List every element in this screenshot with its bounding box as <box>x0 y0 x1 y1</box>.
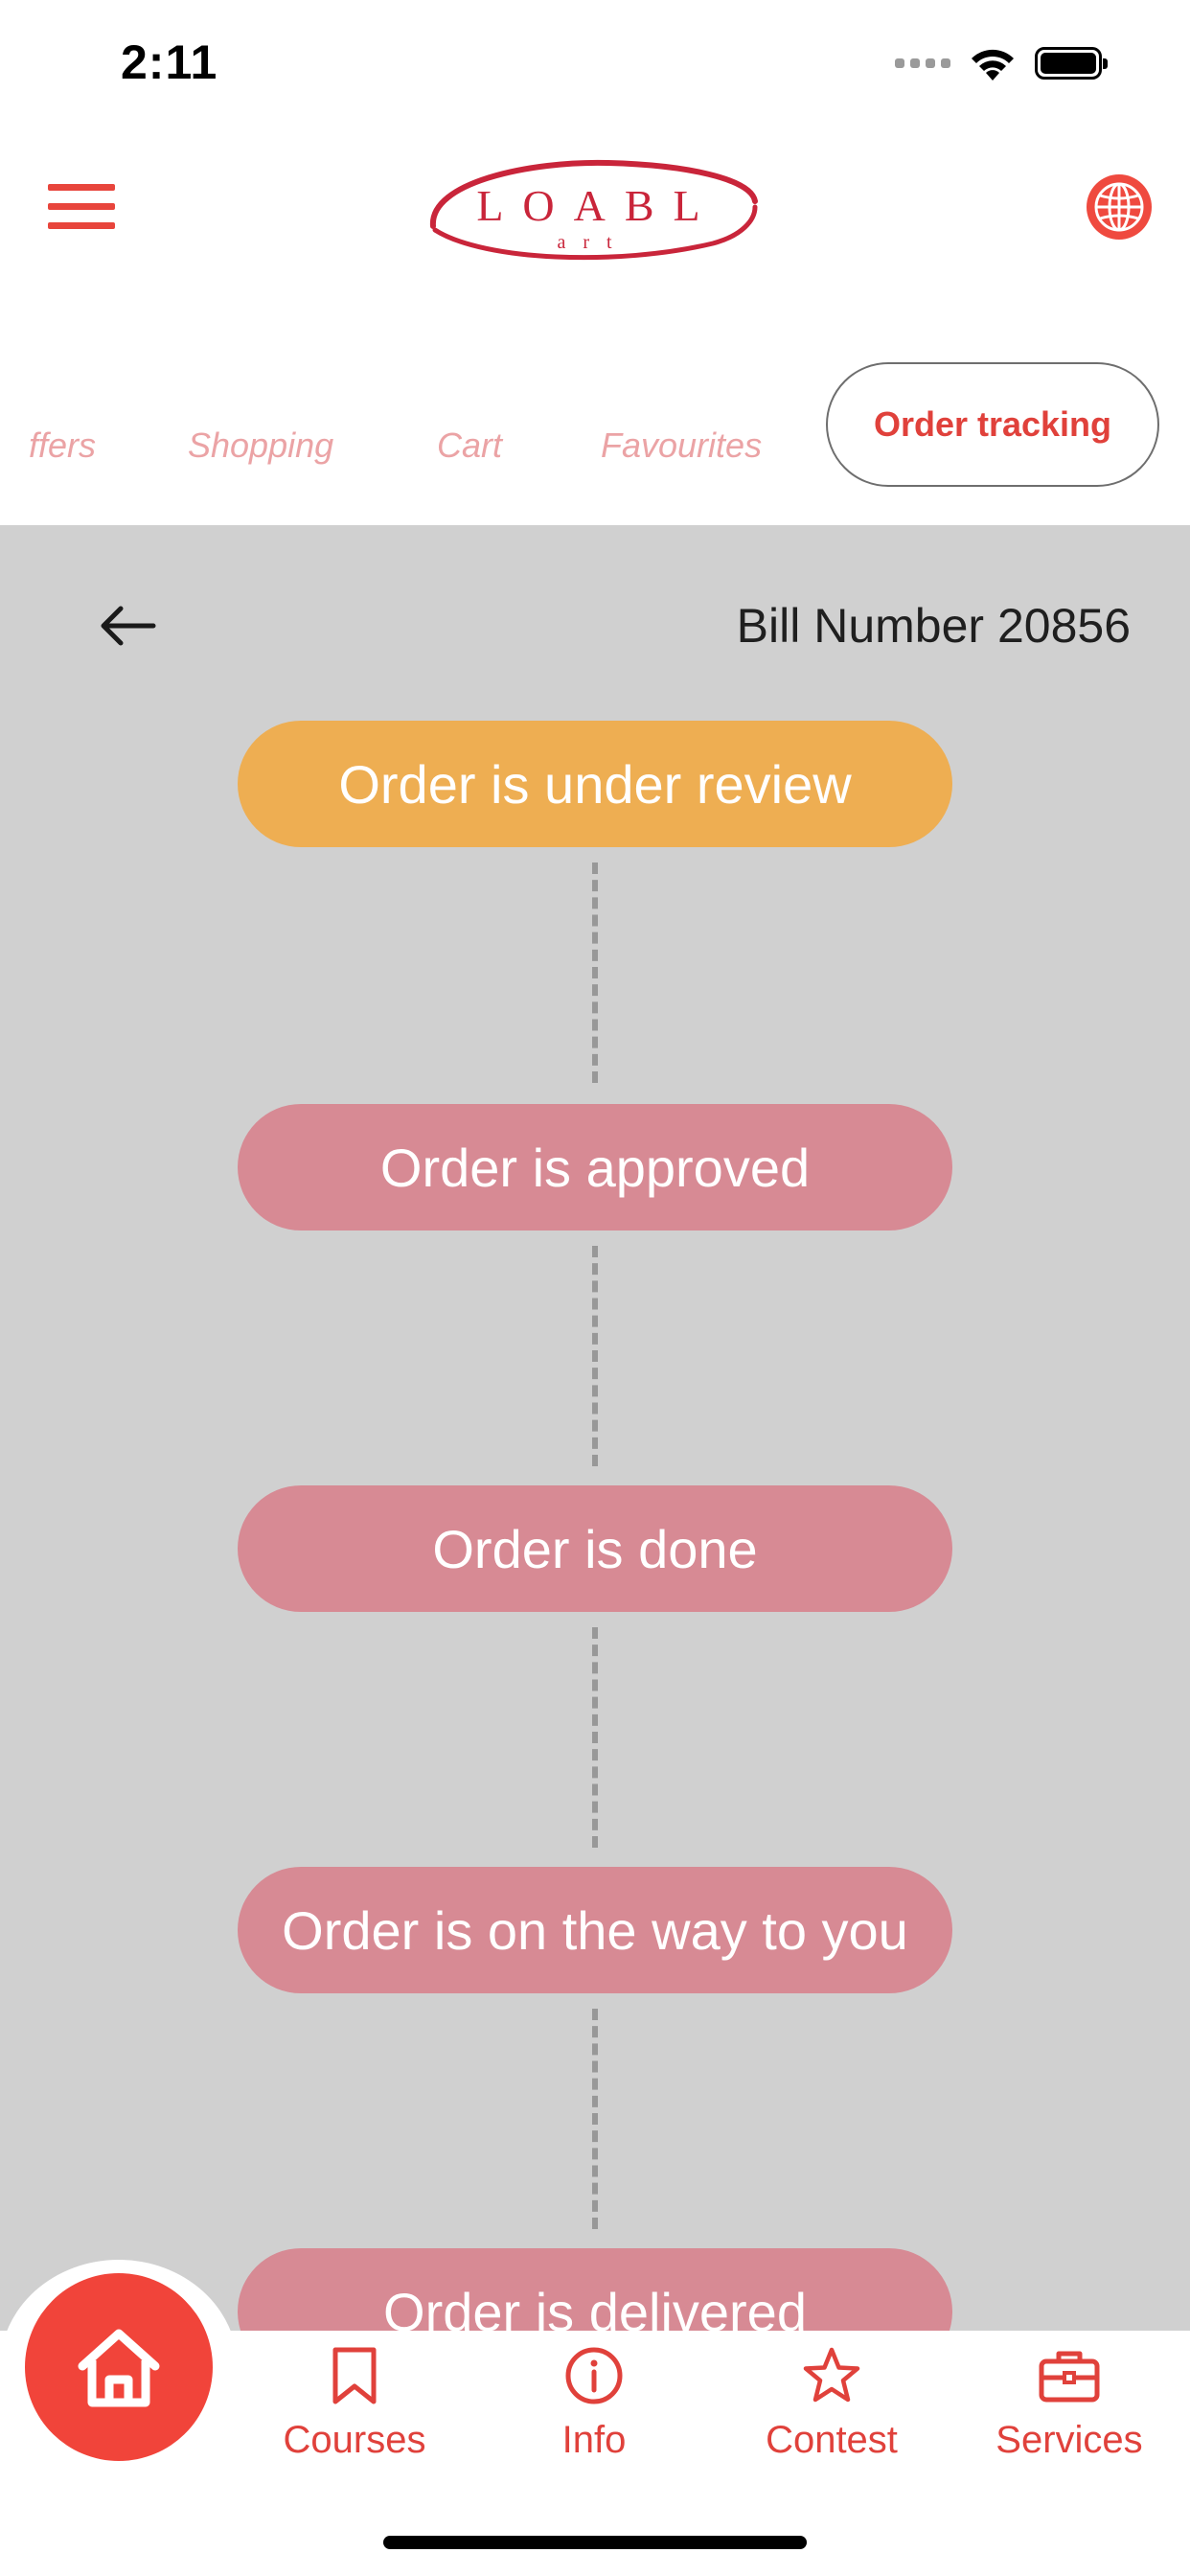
tab-favourites[interactable]: Favourites <box>601 426 763 465</box>
globe-icon[interactable] <box>1083 171 1156 243</box>
status-time: 2:11 <box>121 35 218 89</box>
timeline-connector <box>592 1627 598 1848</box>
nav-info[interactable]: Info <box>489 2346 699 2462</box>
status-bar: 2:11 <box>0 0 1190 126</box>
nav-info-label: Info <box>561 2419 627 2461</box>
timeline-connector <box>592 2009 598 2229</box>
category-tabs: ffers Shopping Cart Favourites Order tra… <box>0 289 1190 525</box>
nav-services-label: Services <box>995 2419 1143 2461</box>
nav-contest-label: Contest <box>766 2419 898 2461</box>
logo-ellipse <box>429 159 758 261</box>
brand-logo: LOABL art <box>425 144 761 270</box>
back-arrow-icon[interactable] <box>96 602 157 650</box>
step-on-the-way: Order is on the way to you <box>238 1867 952 1993</box>
cellular-signal-icon <box>895 58 950 68</box>
timeline-connector <box>592 862 598 1083</box>
order-tracking-panel: Bill Number 20856 Order is under review … <box>0 525 1190 2331</box>
nav-services[interactable]: Services <box>964 2346 1175 2462</box>
bill-number: Bill Number 20856 <box>736 599 1131 653</box>
step-done: Order is done <box>238 1485 952 1612</box>
tab-shopping[interactable]: Shopping <box>188 426 334 465</box>
step-delivered: Order is delivered <box>238 2248 952 2331</box>
nav-contest[interactable]: Contest <box>726 2346 937 2462</box>
app-header: LOABL art <box>0 126 1190 289</box>
tab-order-tracking[interactable]: Order tracking <box>826 362 1159 487</box>
tab-offers[interactable]: ffers <box>29 426 97 465</box>
bookmark-icon <box>332 2347 377 2404</box>
home-button[interactable] <box>25 2273 213 2461</box>
status-icons <box>895 44 1108 82</box>
hamburger-menu-icon[interactable] <box>48 184 115 232</box>
step-approved: Order is approved <box>238 1104 952 1230</box>
wifi-icon <box>972 49 1014 80</box>
star-icon <box>803 2347 860 2403</box>
nav-courses[interactable]: Courses <box>249 2346 460 2462</box>
tab-cart[interactable]: Cart <box>437 426 503 465</box>
logo-text: LOABL <box>476 181 720 230</box>
nav-courses-label: Courses <box>283 2419 426 2461</box>
home-icon <box>78 2329 160 2407</box>
home-indicator <box>383 2536 807 2549</box>
logo-subtext: art <box>557 232 629 253</box>
timeline-connector <box>592 1246 598 1466</box>
battery-icon <box>1035 47 1108 80</box>
info-icon <box>565 2347 623 2404</box>
toolbox-icon <box>1039 2351 1100 2403</box>
step-under-review: Order is under review <box>238 721 952 847</box>
